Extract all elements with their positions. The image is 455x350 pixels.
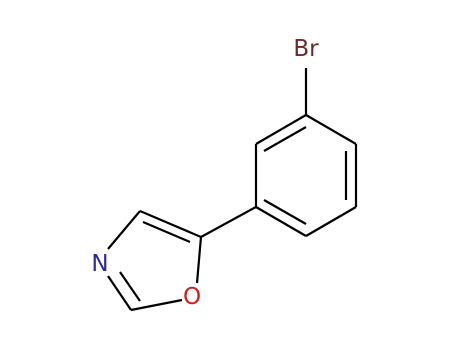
bond-ring-6-inner (263, 126, 307, 152)
bond-ring-1 (305, 114, 357, 145)
bond-o-c5 (195, 236, 203, 284)
bond-ring-4-inner (263, 199, 307, 225)
bonds (107, 68, 358, 312)
bond-c4-n (107, 210, 141, 250)
atom-labels: Br N O (91, 36, 319, 310)
bond-n-c2-inner (119, 271, 141, 302)
bond-ring-6 (255, 114, 307, 145)
bond-c5-c4 (139, 209, 202, 239)
bond-ring-4 (255, 206, 307, 237)
atom-label-n: N (91, 251, 108, 277)
bond-c2-o (130, 298, 183, 312)
bond-c5-c4-inner (142, 220, 191, 244)
bond-aryl-c5 (200, 206, 257, 238)
atom-label-o: O (183, 284, 201, 310)
atom-label-br: Br (293, 36, 319, 62)
bond-n-c2 (107, 275, 132, 311)
bond-ring-3 (305, 206, 357, 237)
